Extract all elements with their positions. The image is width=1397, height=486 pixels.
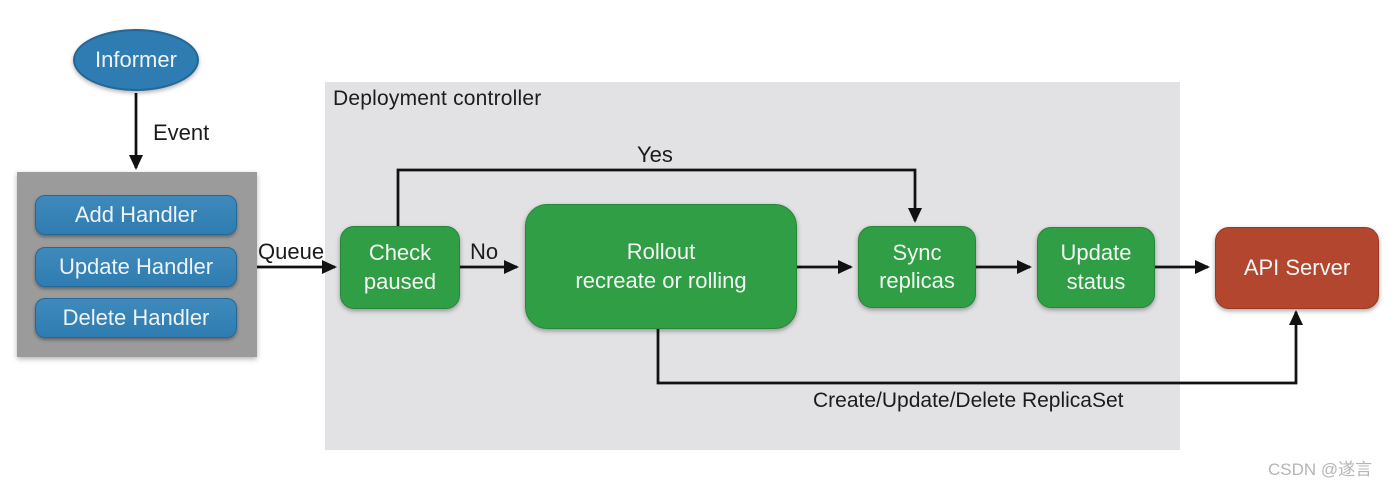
informer-label: Informer xyxy=(95,47,177,72)
deployment-controller-title: Deployment controller xyxy=(333,87,542,110)
check-paused-node: Check paused xyxy=(340,226,460,309)
yes-edge-label: Yes xyxy=(637,142,673,167)
no-edge-label: No xyxy=(470,239,499,264)
replicaset-edge-label: Create/Update/Delete ReplicaSet xyxy=(813,389,1124,412)
sync-replicas-node: Sync replicas xyxy=(858,226,976,308)
queue-edge-label: Queue xyxy=(258,239,325,264)
update-status-node: Update status xyxy=(1037,227,1155,308)
rollout-node: Rollout recreate or rolling xyxy=(525,204,797,329)
api-server-node: API Server xyxy=(1215,227,1379,309)
watermark: CSDN @遂言 xyxy=(1268,460,1373,479)
informer-node: Informer xyxy=(73,29,199,91)
delete-handler-node: Delete Handler xyxy=(35,298,237,338)
handlers-panel: Add Handler Update Handler Delete Handle… xyxy=(17,172,257,357)
add-handler-node: Add Handler xyxy=(35,195,237,235)
event-edge-label: Event xyxy=(153,120,210,145)
update-handler-node: Update Handler xyxy=(35,247,237,287)
